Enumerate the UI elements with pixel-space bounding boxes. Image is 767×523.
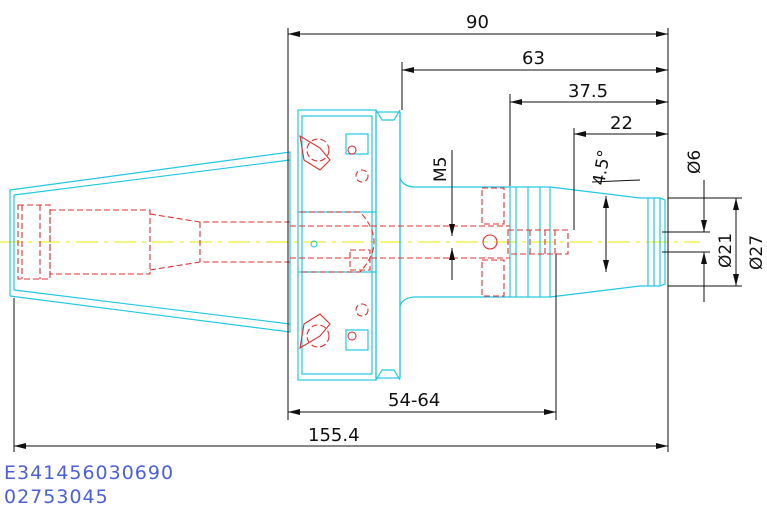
dim-90: 90 <box>466 12 489 33</box>
part-number: 02753045 <box>4 486 109 508</box>
dim-63: 63 <box>522 48 545 69</box>
dimension-arrows <box>14 31 739 449</box>
dim-outer-diameter: Ø27 <box>747 235 767 270</box>
part-code: E341456030690 <box>4 462 175 484</box>
tool-holder-outline <box>9 109 666 381</box>
screw-details <box>299 134 498 350</box>
hidden-features <box>17 138 569 348</box>
dim-155-4: 155.4 <box>308 425 360 446</box>
dim-inner-diameter: Ø21 <box>716 233 736 268</box>
center-mark <box>310 240 318 248</box>
dim-bore-diameter: Ø6 <box>685 150 705 174</box>
dim-m5: M5 <box>431 157 451 182</box>
dim-22: 22 <box>610 113 633 134</box>
dim-54-64: 54-64 <box>388 390 440 411</box>
dimension-lines <box>13 28 742 452</box>
dim-37-5: 37.5 <box>568 81 608 102</box>
